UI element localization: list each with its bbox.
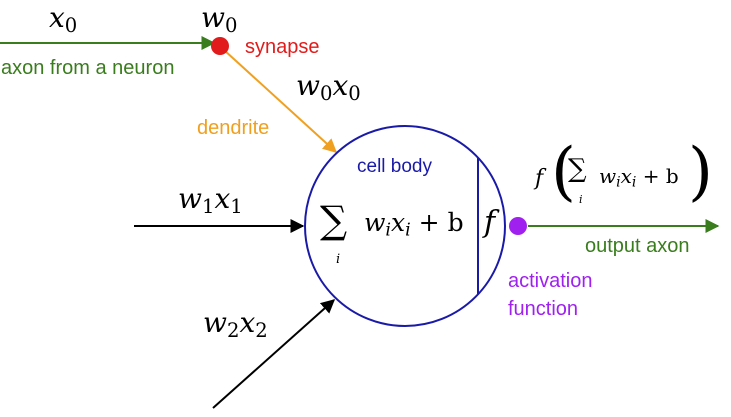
label-cell-body: cell body	[357, 156, 432, 177]
input-w2x2-arrow	[212, 299, 336, 409]
cell-sum-index: i	[336, 252, 341, 267]
label-axon-from-neuron: axon from a neuron	[1, 57, 175, 79]
label-x0: x0	[49, 1, 78, 37]
output-open-paren: (	[551, 135, 576, 209]
label-synapse: synapse	[245, 36, 320, 58]
output-sum-index: i	[579, 193, 583, 206]
label-output-axon: output axon	[585, 235, 690, 257]
label-dendrite: dendrite	[197, 117, 270, 139]
label-w2x2: w2x2	[203, 306, 268, 342]
cell-sum-symbol: ∑	[320, 198, 348, 242]
output-sum-symbol: ∑	[568, 154, 587, 184]
label-activation-line2: function	[508, 298, 579, 320]
cell-sum-term: wixi + b	[364, 208, 464, 241]
label-w0: w0	[201, 1, 238, 37]
dendrite-arrow	[223, 49, 338, 153]
output-close-paren: )	[688, 135, 713, 209]
activation-dot	[509, 217, 527, 235]
label-w0x0: w0x0	[296, 69, 361, 105]
output-sum-term: wixi + b	[599, 164, 679, 191]
synapse-dot	[211, 37, 229, 55]
cell-activation-f: f	[484, 205, 496, 240]
label-activation-line1: activation	[508, 270, 593, 292]
cell-body-circle	[304, 125, 506, 327]
output-f: f	[535, 166, 544, 191]
label-w1x1: w1x1	[178, 182, 243, 218]
